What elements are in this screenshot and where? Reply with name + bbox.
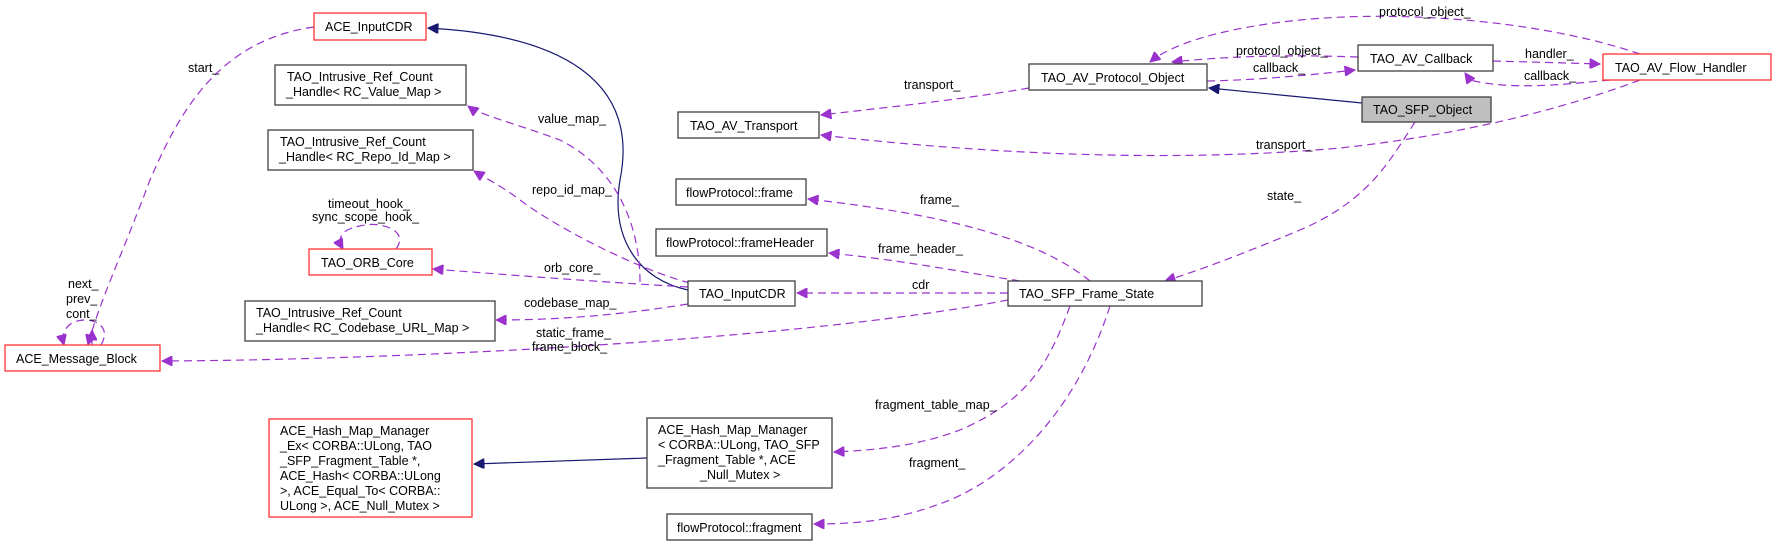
node-label: _SFP_Fragment_Table *, [279, 454, 420, 468]
node-label: ACE_Message_Block [16, 352, 138, 366]
node-label: TAO_AV_Callback [1370, 52, 1473, 66]
label-frame: frame_ [920, 193, 960, 207]
edge-fragment-table-map [834, 305, 1071, 452]
node-label: _Handle< RC_Repo_Id_Map > [278, 150, 451, 164]
node-label: _Ex< CORBA::ULong, TAO [279, 439, 432, 453]
node-label: TAO_SFP_Object [1373, 103, 1473, 117]
edge-handler [1492, 61, 1600, 64]
node-frame-state[interactable]: TAO_SFP_Frame_State [1007, 280, 1203, 307]
node-label: ACE_Hash_Map_Manager [658, 423, 807, 437]
label-state: state_ [1267, 189, 1302, 203]
node-repo-id-map[interactable]: TAO_Intrusive_Ref_Count _Handle< RC_Repo… [267, 129, 474, 171]
node-tao-inputcdr[interactable]: TAO_InputCDR [687, 280, 796, 307]
node-label: _Null_Mutex > [699, 468, 780, 482]
label-transport-fh: transport_ [1256, 138, 1313, 152]
node-label: _Fragment_Table *, ACE [657, 453, 796, 467]
edge-transport-fh [821, 79, 1641, 157]
edge-codebase-map [496, 303, 689, 320]
node-label: >, ACE_Equal_To< CORBA:: [280, 484, 441, 498]
node-fp-frame-header[interactable]: flowProtocol::frameHeader [655, 228, 828, 257]
node-label: ACE_Hash_Map_Manager [280, 424, 429, 438]
edge-inherit-sfp-object-to-protocol-object [1209, 88, 1363, 104]
label-callback-fh: callback_ [1524, 69, 1577, 83]
node-label: < CORBA::ULong, TAO_SFP [658, 438, 820, 452]
node-label: TAO_AV_Flow_Handler [1615, 61, 1747, 75]
node-label: flowProtocol::fragment [677, 521, 802, 535]
edge-start [88, 26, 315, 345]
node-label: TAO_Intrusive_Ref_Count [287, 70, 433, 84]
node-fp-frame[interactable]: flowProtocol::frame [675, 178, 807, 206]
node-label: ULong >, ACE_Null_Mutex > [280, 499, 440, 513]
label-protocol-object-fh: protocol_object_ [1379, 5, 1472, 19]
edge-inherit-hash-map-to-hash-map-ex [474, 457, 648, 464]
edge-transport-po [821, 87, 1030, 115]
edge-value-map [468, 106, 641, 283]
edge-callback-fh [1465, 73, 1611, 87]
node-label: _Handle< RC_Value_Map > [285, 85, 441, 99]
node-label: flowProtocol::frame [686, 186, 793, 200]
label-static-frame: static_frame_ [536, 326, 612, 340]
node-value-map[interactable]: TAO_Intrusive_Ref_Count _Handle< RC_Valu… [274, 64, 467, 106]
label-sync-scope-hook: sync_scope_hook_ [312, 210, 420, 224]
label-frame-header: frame_header_ [878, 242, 964, 256]
edge-labels: start_ value_map_ repo_id_map_ timeout_h… [66, 5, 1577, 470]
label-protocol-object-cb: protocol_object_ [1236, 44, 1329, 58]
label-cdr: cdr [912, 278, 929, 292]
node-label: TAO_AV_Transport [690, 119, 798, 133]
label-transport-po: transport_ [904, 78, 961, 92]
node-label: TAO_Intrusive_Ref_Count [256, 306, 402, 320]
node-label: TAO_ORB_Core [321, 256, 414, 270]
edge-frame-header [829, 253, 1021, 282]
label-callback-po: callback_ [1253, 61, 1306, 75]
label-cont: cont_ [66, 307, 98, 321]
node-hash-map[interactable]: ACE_Hash_Map_Manager < CORBA::ULong, TAO… [646, 417, 833, 489]
label-frame-block: frame_block_ [532, 340, 608, 354]
label-repo-id-map: repo_id_map_ [532, 183, 613, 197]
node-label: ACE_InputCDR [325, 20, 413, 34]
label-handler: handler_ [1525, 47, 1575, 61]
label-next: next_ [68, 277, 100, 291]
node-message-block[interactable]: ACE_Message_Block [4, 344, 161, 372]
edge-frame [808, 199, 1091, 282]
node-label: TAO_Intrusive_Ref_Count [280, 135, 426, 149]
edges [63, 15, 1641, 524]
node-label: TAO_InputCDR [699, 287, 786, 301]
edge-message-block-self [63, 319, 106, 345]
label-codebase-map: codebase_map_ [524, 296, 617, 310]
node-label: TAO_AV_Protocol_Object [1041, 71, 1185, 85]
edge-inherit-tao-inputcdr-to-ace-inputcdr [428, 28, 689, 291]
edge-protocol-object-fh [1150, 15, 1641, 62]
edge-callback-po [1206, 70, 1355, 82]
node-label: _Handle< RC_Codebase_URL_Map > [255, 321, 469, 335]
node-orb-core[interactable]: TAO_ORB_Core [308, 248, 433, 276]
edge-protocol-object-cb [1172, 55, 1359, 62]
node-label: flowProtocol::frameHeader [666, 236, 814, 250]
node-av-callback[interactable]: TAO_AV_Callback [1357, 44, 1494, 72]
label-fragment: fragment_ [909, 456, 966, 470]
label-timeout-hook: timeout_hook_ [328, 197, 411, 211]
node-flow-handler[interactable]: TAO_AV_Flow_Handler [1602, 53, 1772, 81]
node-hash-map-ex[interactable]: ACE_Hash_Map_Manager _Ex< CORBA::ULong, … [268, 418, 473, 518]
label-value-map: value_map_ [538, 112, 607, 126]
node-codebase-map[interactable]: TAO_Intrusive_Ref_Count _Handle< RC_Code… [244, 300, 496, 342]
node-fp-fragment[interactable]: flowProtocol::fragment [666, 513, 813, 541]
label-fragment-table-map: fragment_table_map_ [875, 398, 998, 412]
label-prev: prev_ [66, 292, 98, 306]
node-sfp-object[interactable]: TAO_SFP_Object [1361, 96, 1492, 123]
edge-repo-id-map [474, 171, 691, 284]
node-ace-inputcdr[interactable]: ACE_InputCDR [313, 12, 427, 41]
edge-orb-core [433, 269, 689, 288]
node-label: TAO_SFP_Frame_State [1019, 287, 1154, 301]
node-protocol-object[interactable]: TAO_AV_Protocol_Object [1028, 63, 1208, 91]
node-av-transport[interactable]: TAO_AV_Transport [677, 111, 820, 139]
edge-orb-core-self [340, 223, 401, 249]
nodes: ACE_InputCDR TAO_Intrusive_Ref_Count _Ha… [4, 12, 1772, 541]
edge-state [1165, 121, 1416, 281]
label-start: start_ [188, 61, 220, 75]
label-orb-core: orb_core_ [544, 261, 601, 275]
edge-fragment [814, 305, 1111, 524]
node-label: ACE_Hash< CORBA::ULong [280, 469, 441, 483]
